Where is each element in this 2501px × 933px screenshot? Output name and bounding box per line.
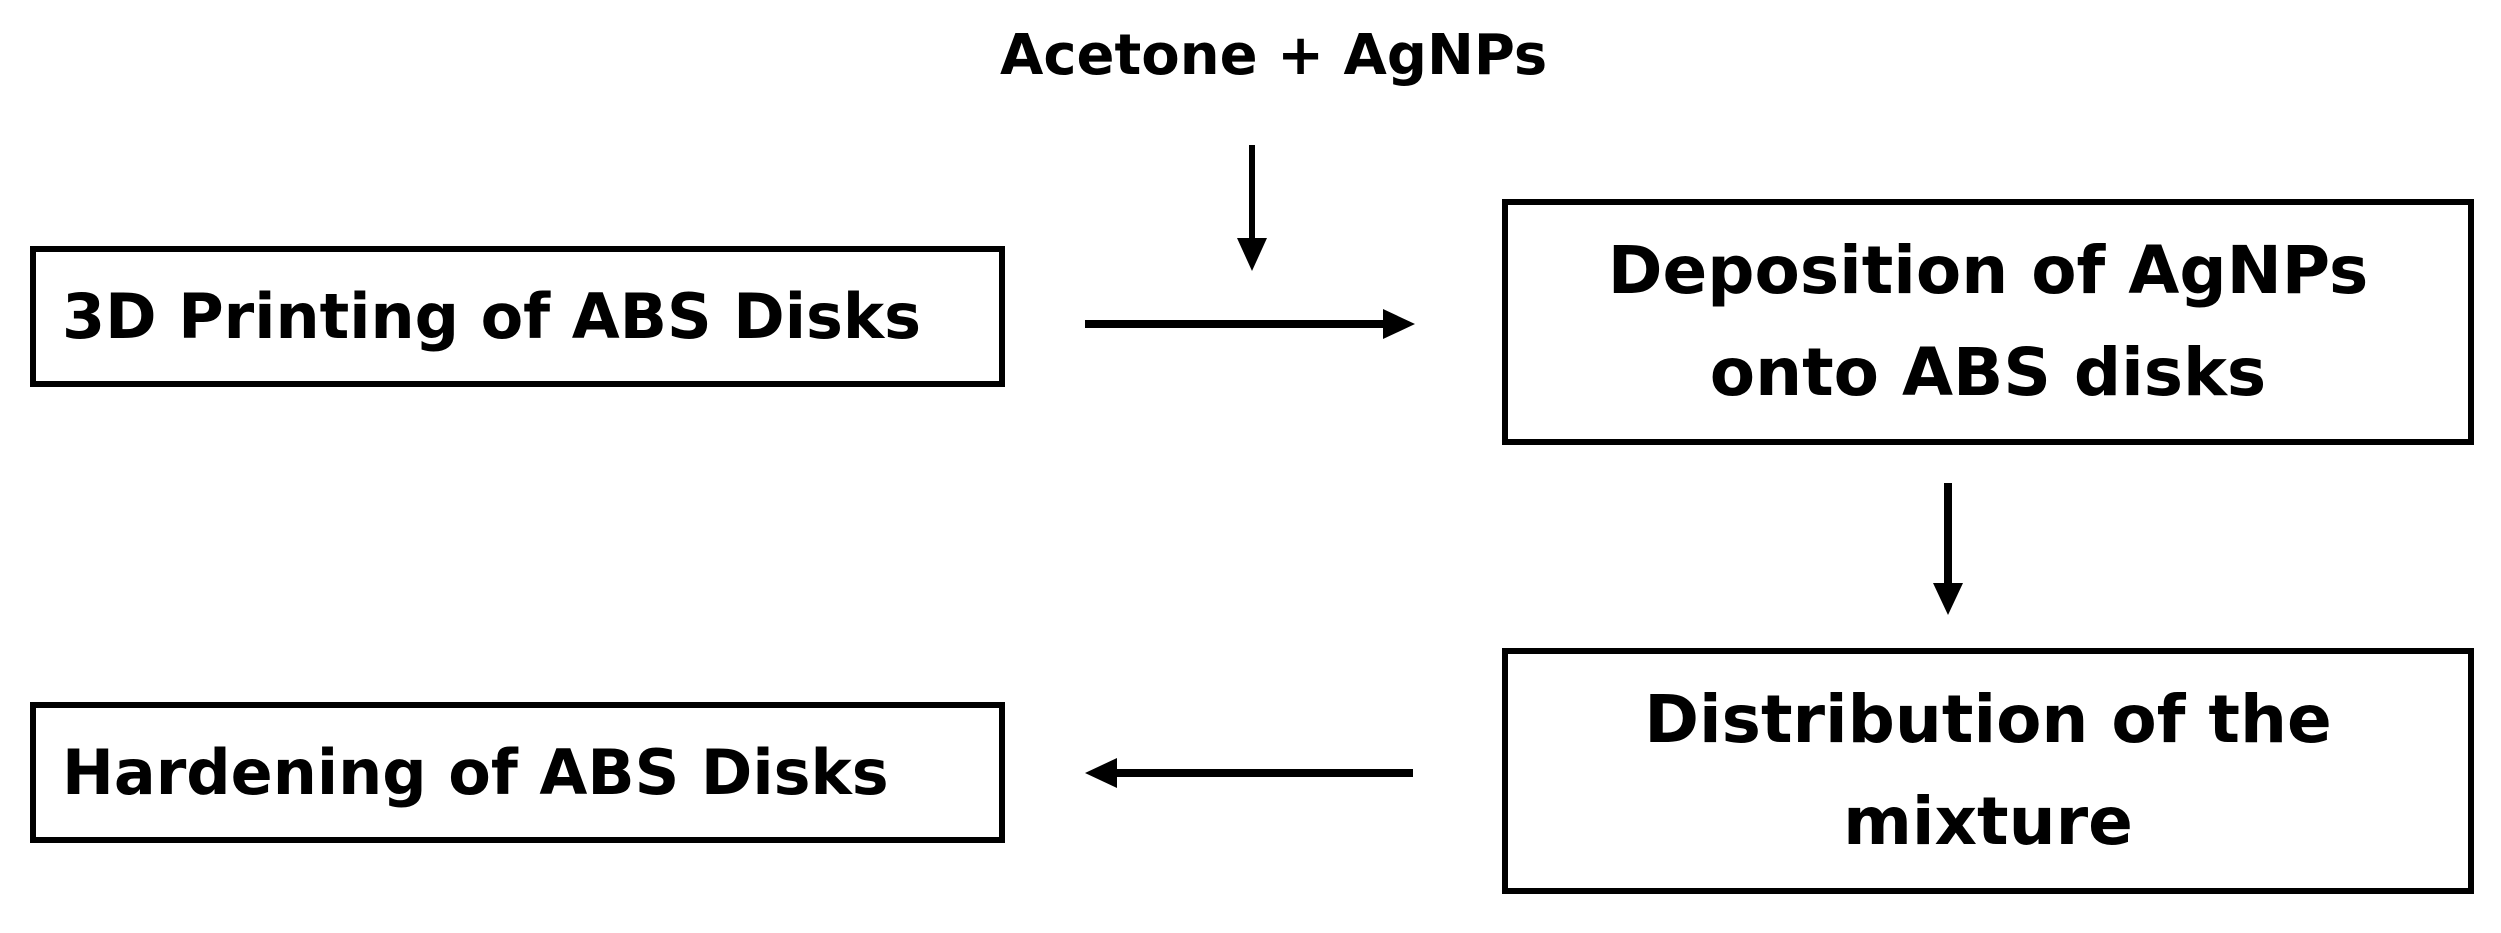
step-label-line-1: Distribution of the: [1644, 680, 2332, 758]
step-label-line-2: onto ABS disks: [1709, 334, 2267, 411]
step-label: Hardening of ABS Disks: [62, 735, 889, 809]
step-box-3d-printing: 3D Printing of ABS Disks: [30, 246, 1005, 387]
step-box-distribution: Distribution of the mixture: [1502, 648, 2474, 894]
step-label-line-2: mixture: [1843, 783, 2133, 860]
arrow-deposition-to-distribution: [1933, 483, 1963, 615]
step-box-hardening: Hardening of ABS Disks: [30, 702, 1005, 843]
step-label: 3D Printing of ABS Disks: [62, 279, 921, 353]
step-label-line-1: Deposition of AgNPs: [1607, 231, 2369, 309]
arrow-printing-to-deposition: [1085, 309, 1415, 339]
input-label: Acetone + AgNPs: [1000, 23, 1548, 88]
step-box-deposition: Deposition of AgNPs onto ABS disks: [1502, 199, 2474, 445]
input-arrow: [1237, 145, 1267, 271]
arrow-distribution-to-hardening: [1085, 758, 1413, 788]
